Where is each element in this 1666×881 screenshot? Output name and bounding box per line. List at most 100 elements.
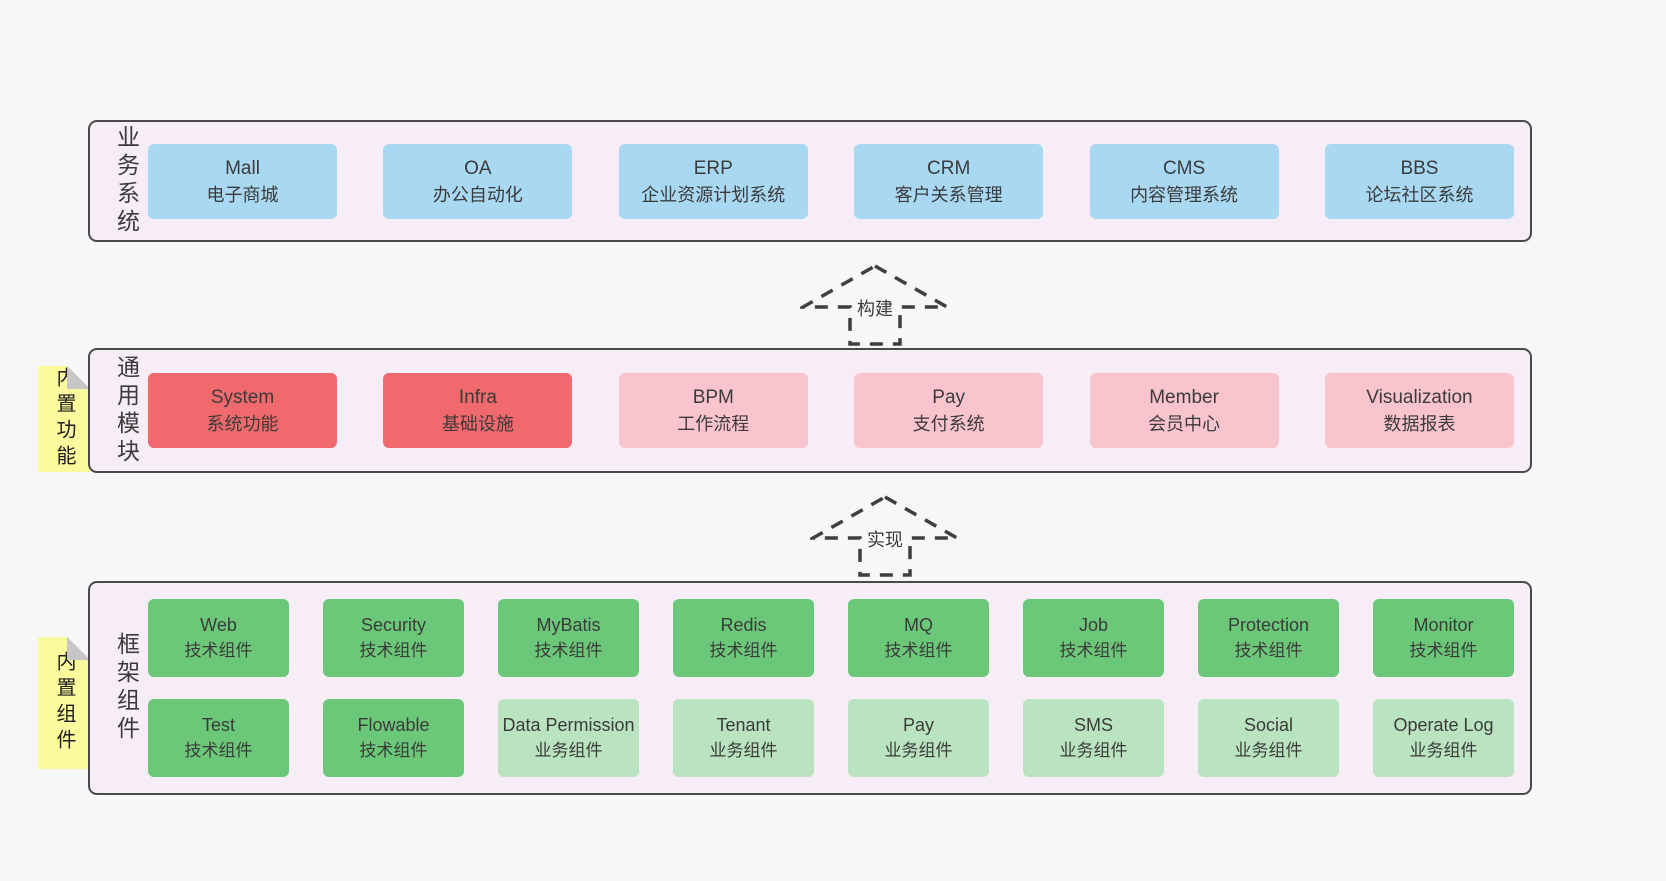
box-pay-component: Pay 业务组件 xyxy=(848,699,989,777)
box-pay-module: Pay 支付系统 xyxy=(854,373,1044,448)
box-subtitle: 系统功能 xyxy=(206,414,279,434)
box-subtitle: 业务组件 xyxy=(884,741,953,760)
box-crm: CRM 客户关系管理 xyxy=(854,143,1044,219)
box-social: Social 业务组件 xyxy=(1198,699,1339,777)
box-title: OA xyxy=(464,157,492,179)
box-monitor: Monitor 技术组件 xyxy=(1373,599,1514,677)
box-tenant: Tenant 业务组件 xyxy=(673,699,814,777)
dashed-up-arrow-build: 构建 xyxy=(800,263,950,347)
layer-business-systems: 业务系统 Mall 电子商城 OA 办公自动化 ERP 企业资源计划系统 CRM… xyxy=(88,120,1532,242)
box-subtitle: 会员中心 xyxy=(1148,414,1221,434)
box-subtitle: 办公自动化 xyxy=(432,184,523,205)
box-title: Operate Log xyxy=(1393,715,1494,735)
box-subtitle: 业务组件 xyxy=(709,741,778,760)
arrow-label-implement: 实现 xyxy=(863,525,907,553)
box-title: ERP xyxy=(693,157,733,179)
box-infra: Infra 基础设施 xyxy=(383,373,573,448)
box-subtitle: 电子商城 xyxy=(206,184,279,205)
box-subtitle: 客户关系管理 xyxy=(894,184,1003,205)
box-title: Pay xyxy=(932,387,966,408)
box-subtitle: 业务组件 xyxy=(1409,741,1478,760)
box-title: Test xyxy=(201,715,235,735)
box-system: System 系统功能 xyxy=(148,373,337,448)
box-mq: MQ 技术组件 xyxy=(848,599,989,677)
box-subtitle: 业务组件 xyxy=(1234,741,1303,760)
folded-corner-icon xyxy=(67,637,90,660)
box-subtitle: 企业资源计划系统 xyxy=(641,184,786,205)
box-title: System xyxy=(210,387,275,408)
box-subtitle: 技术组件 xyxy=(1409,641,1478,660)
components-row-2: Test 技术组件 Flowable 技术组件 Data Permission … xyxy=(148,699,1514,777)
box-test: Test 技术组件 xyxy=(148,699,289,777)
box-title: Flowable xyxy=(357,715,430,735)
sticky-note-built-in-components: 内置组件 xyxy=(38,637,90,769)
box-title: BPM xyxy=(692,387,734,408)
box-subtitle: 数据报表 xyxy=(1383,414,1456,434)
box-title: Member xyxy=(1149,387,1219,408)
box-title: MQ xyxy=(904,615,933,635)
box-security: Security 技术组件 xyxy=(323,599,464,677)
box-cms: CMS 内容管理系统 xyxy=(1089,143,1279,219)
sticky-note-label: 内置组件 xyxy=(53,651,75,755)
components-row-1: Web 技术组件 Security 技术组件 MyBatis 技术组件 Redi… xyxy=(148,599,1514,677)
box-title: Tenant xyxy=(716,715,771,735)
box-mall: Mall 电子商城 xyxy=(148,143,337,219)
box-subtitle: 技术组件 xyxy=(1059,641,1128,660)
box-erp: ERP 企业资源计划系统 xyxy=(618,143,808,219)
layer-label-common-modules: 通用模块 xyxy=(113,354,140,467)
box-subtitle: 业务组件 xyxy=(1059,741,1128,760)
box-oa: OA 办公自动化 xyxy=(383,143,573,219)
box-title: Data Permission xyxy=(502,715,635,735)
box-title: Security xyxy=(360,615,427,635)
sticky-note-label: 内置功能 xyxy=(53,367,75,471)
box-subtitle: 业务组件 xyxy=(534,741,603,760)
box-redis: Redis 技术组件 xyxy=(673,599,814,677)
box-data-permission: Data Permission 业务组件 xyxy=(498,699,639,777)
box-visualization: Visualization 数据报表 xyxy=(1324,373,1514,448)
box-title: Redis xyxy=(720,615,767,635)
box-title: Infra xyxy=(458,387,497,408)
box-subtitle: 技术组件 xyxy=(884,641,953,660)
box-subtitle: 技术组件 xyxy=(1234,641,1303,660)
box-sms: SMS 业务组件 xyxy=(1023,699,1164,777)
box-subtitle: 技术组件 xyxy=(184,641,253,660)
common-modules-boxes: System 系统功能 Infra 基础设施 BPM 工作流程 Pay 支付系统… xyxy=(148,350,1530,471)
box-subtitle: 技术组件 xyxy=(709,641,778,660)
box-subtitle: 论坛社区系统 xyxy=(1365,184,1474,205)
layer-framework-components: 框架组件 Web 技术组件 Security 技术组件 MyBatis 技术组件… xyxy=(88,581,1532,795)
box-title: Mall xyxy=(225,157,260,179)
box-operate-log: Operate Log 业务组件 xyxy=(1373,699,1514,777)
up-arrow-icon xyxy=(800,263,950,346)
sticky-note-built-in-features: 内置功能 xyxy=(38,366,90,472)
box-title: CMS xyxy=(1162,157,1206,179)
box-flowable: Flowable 技术组件 xyxy=(323,699,464,777)
box-protection: Protection 技术组件 xyxy=(1198,599,1339,677)
box-job: Job 技术组件 xyxy=(1023,599,1164,677)
box-title: Pay xyxy=(902,715,935,735)
box-subtitle: 工作流程 xyxy=(677,414,750,434)
dashed-up-arrow-implement: 实现 xyxy=(810,494,960,578)
box-subtitle: 内容管理系统 xyxy=(1130,184,1239,205)
box-subtitle: 技术组件 xyxy=(359,741,428,760)
layer-common-modules: 通用模块 System 系统功能 Infra 基础设施 BPM 工作流程 Pay… xyxy=(88,348,1532,473)
up-arrow-icon xyxy=(810,494,960,577)
box-bpm: BPM 工作流程 xyxy=(618,373,808,448)
box-title: BBS xyxy=(1400,157,1439,179)
box-title: SMS xyxy=(1073,715,1113,735)
layer-label-framework-components: 框架组件 xyxy=(113,632,140,744)
box-subtitle: 技术组件 xyxy=(534,641,603,660)
box-web: Web 技术组件 xyxy=(148,599,289,677)
box-subtitle: 技术组件 xyxy=(184,741,253,760)
box-title: Job xyxy=(1078,615,1109,635)
box-title: Web xyxy=(200,615,237,635)
box-subtitle: 技术组件 xyxy=(359,641,428,660)
business-systems-boxes: Mall 电子商城 OA 办公自动化 ERP 企业资源计划系统 CRM 客户关系… xyxy=(148,122,1530,240)
framework-components-rows: Web 技术组件 Security 技术组件 MyBatis 技术组件 Redi… xyxy=(148,583,1530,793)
box-member: Member 会员中心 xyxy=(1089,373,1279,448)
box-title: Visualization xyxy=(1366,387,1473,408)
box-mybatis: MyBatis 技术组件 xyxy=(498,599,639,677)
layer-label-business-systems: 业务系统 xyxy=(113,125,140,237)
box-title: Monitor xyxy=(1413,615,1474,635)
box-title: CRM xyxy=(927,157,971,179)
